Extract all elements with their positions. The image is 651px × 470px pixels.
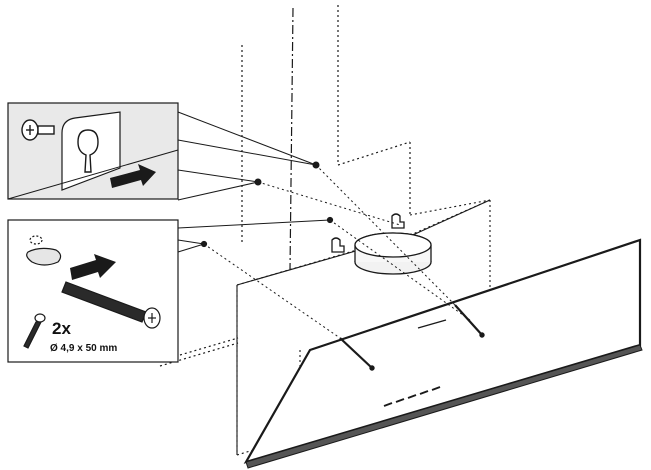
wall-plug-icon <box>26 235 62 266</box>
panel-screws <box>339 304 485 371</box>
arrow-icon <box>110 164 156 188</box>
keyhole-slot-icon <box>77 129 99 173</box>
leader-lines <box>177 111 331 253</box>
insert-arrow-icon <box>70 254 116 280</box>
screw-spec-label: Ø 4,9 x 50 mm <box>50 343 117 354</box>
wall-outline <box>159 5 411 367</box>
long-screw-icon <box>61 281 161 329</box>
exhaust-collar <box>354 232 432 275</box>
wall-screw-points <box>200 161 334 248</box>
inset-wall-plug: 2x Ø 4,9 x 50 mm <box>7 219 179 363</box>
control-buttons <box>383 386 441 407</box>
alignment-lines <box>203 164 471 339</box>
screw-icon <box>21 119 55 141</box>
hood-brackets <box>331 213 405 253</box>
glass-panel <box>243 238 643 469</box>
small-screw-icon <box>23 313 46 349</box>
inset-keyhole-mounting <box>7 102 179 200</box>
quantity-label: 2x <box>52 319 71 338</box>
